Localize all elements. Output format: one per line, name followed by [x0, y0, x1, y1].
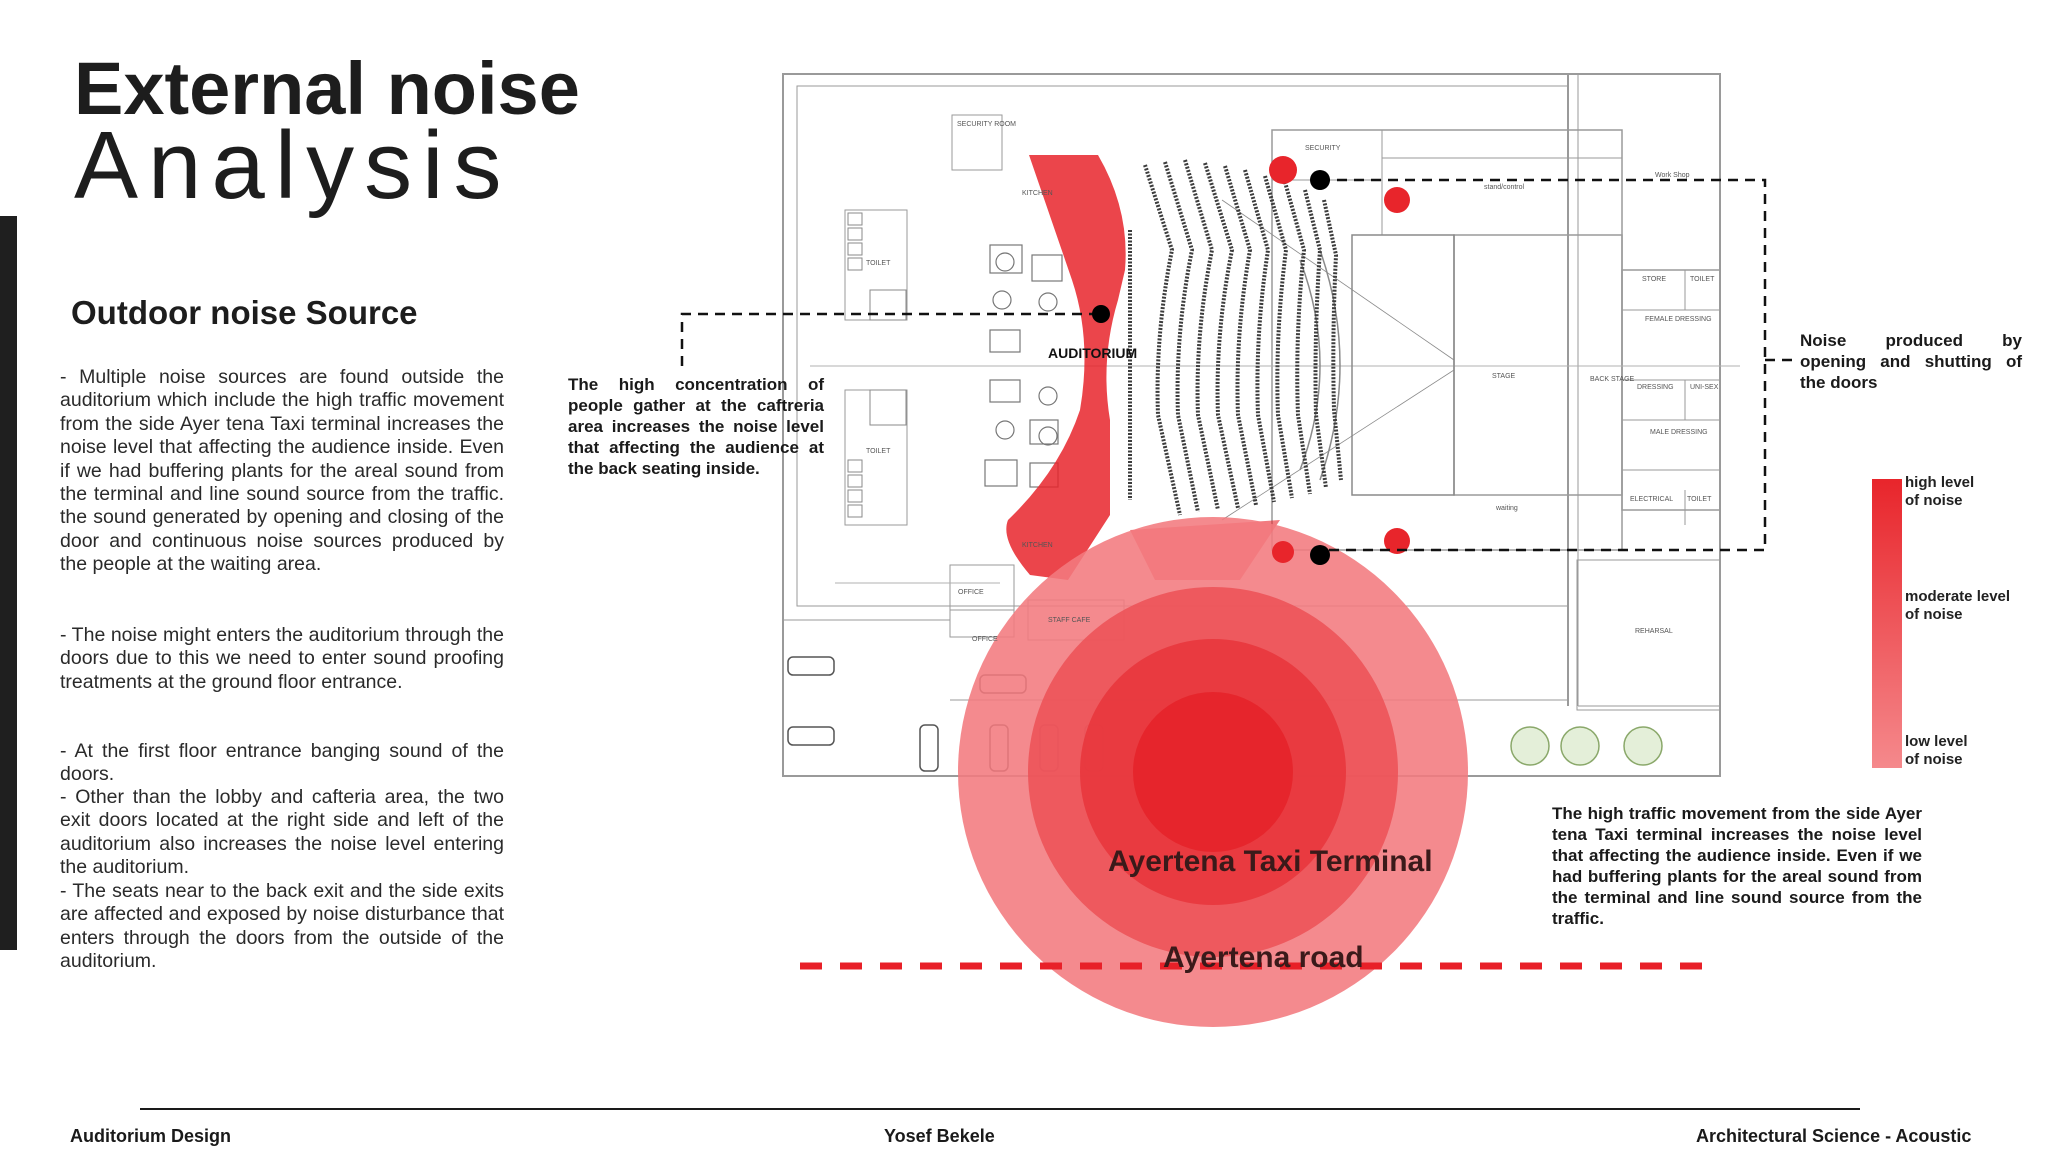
- room-label: FEMALE DRESSING: [1645, 316, 1712, 323]
- annotation-leaders: [680, 178, 1795, 552]
- buffer-plants: [1510, 726, 1663, 766]
- room-label: KITCHEN: [1022, 542, 1053, 549]
- room-label: REHARSAL: [1635, 628, 1673, 635]
- body-paragraph: - Multiple noise sources are found outsi…: [60, 366, 504, 576]
- body-paragraph: - Other than the lobby and cafteria area…: [60, 786, 504, 879]
- toilet-stalls: [847, 212, 907, 518]
- room-label: STAFF CAFE: [1048, 617, 1091, 624]
- room-label: SECURITY ROOM: [957, 121, 1016, 128]
- footer-course: Auditorium Design: [70, 1126, 231, 1146]
- room-label: waiting: [1495, 505, 1518, 512]
- cafeteria-noise-zone: [1006, 155, 1126, 580]
- body-paragraph: - At the first floor entrance banging so…: [60, 740, 504, 786]
- auditorium-seating: [1128, 159, 1343, 516]
- room-label: MALE DRESSING: [1650, 429, 1708, 436]
- auditorium-label: AUDITORIUM: [1048, 345, 1138, 361]
- room-labels: SECURITY ROOM SECURITY stand/control Wor…: [866, 121, 1719, 643]
- room-label: STORE: [1642, 276, 1666, 283]
- room-label: ELECTRICAL: [1630, 496, 1673, 503]
- room-label: OFFICE: [958, 589, 984, 596]
- door-noise-markers: [1269, 156, 1410, 563]
- room-label: BACK STAGE: [1590, 376, 1635, 383]
- room-label: KITCHEN: [1022, 190, 1053, 197]
- room-label: SECURITY: [1305, 145, 1341, 152]
- page-title-line-2: Analysis: [74, 112, 512, 219]
- terminal-noise-zones: [958, 517, 1468, 1027]
- room-label: TOILET: [1690, 276, 1715, 283]
- legend-gradient-bar: [1872, 479, 1902, 768]
- doors-annotation: Noise produced by opening and shutting o…: [1800, 331, 2022, 392]
- traffic-annotation: The high traffic movement from the side …: [1552, 804, 1922, 928]
- room-label: OFFICE: [972, 636, 998, 643]
- body-paragraph: - The seats near to the back exit and th…: [60, 880, 504, 973]
- footer-subject: Architectural Science - Acoustic: [1696, 1126, 1972, 1146]
- room-label: stand/control: [1484, 184, 1525, 191]
- footer-author: Yosef Bekele: [884, 1126, 995, 1146]
- room-label: TOILET: [1687, 496, 1712, 503]
- side-accent-bar: [0, 216, 17, 950]
- cafeteria-furniture: [984, 244, 1063, 488]
- road-label: Ayertena road: [1163, 941, 1364, 974]
- room-label: STAGE: [1492, 373, 1516, 380]
- room-label: Work Shop: [1655, 172, 1690, 179]
- leader-dots: [1092, 170, 1330, 565]
- page-title-line-1: External noise: [74, 47, 580, 130]
- room-label: TOILET: [866, 260, 891, 267]
- section-heading: Outdoor noise Source: [71, 294, 418, 331]
- body-paragraph: - The noise might enters the auditorium …: [60, 624, 504, 693]
- footer-rule: [140, 1108, 1860, 1110]
- taxi-terminal-label: Ayertena Taxi Terminal: [1108, 845, 1433, 878]
- cafeteria-annotation: The high concentration of people gather …: [568, 375, 824, 478]
- room-label: DRESSING: [1637, 384, 1674, 391]
- room-label: UNI-SEX: [1690, 384, 1719, 391]
- room-label: TOILET: [866, 448, 891, 455]
